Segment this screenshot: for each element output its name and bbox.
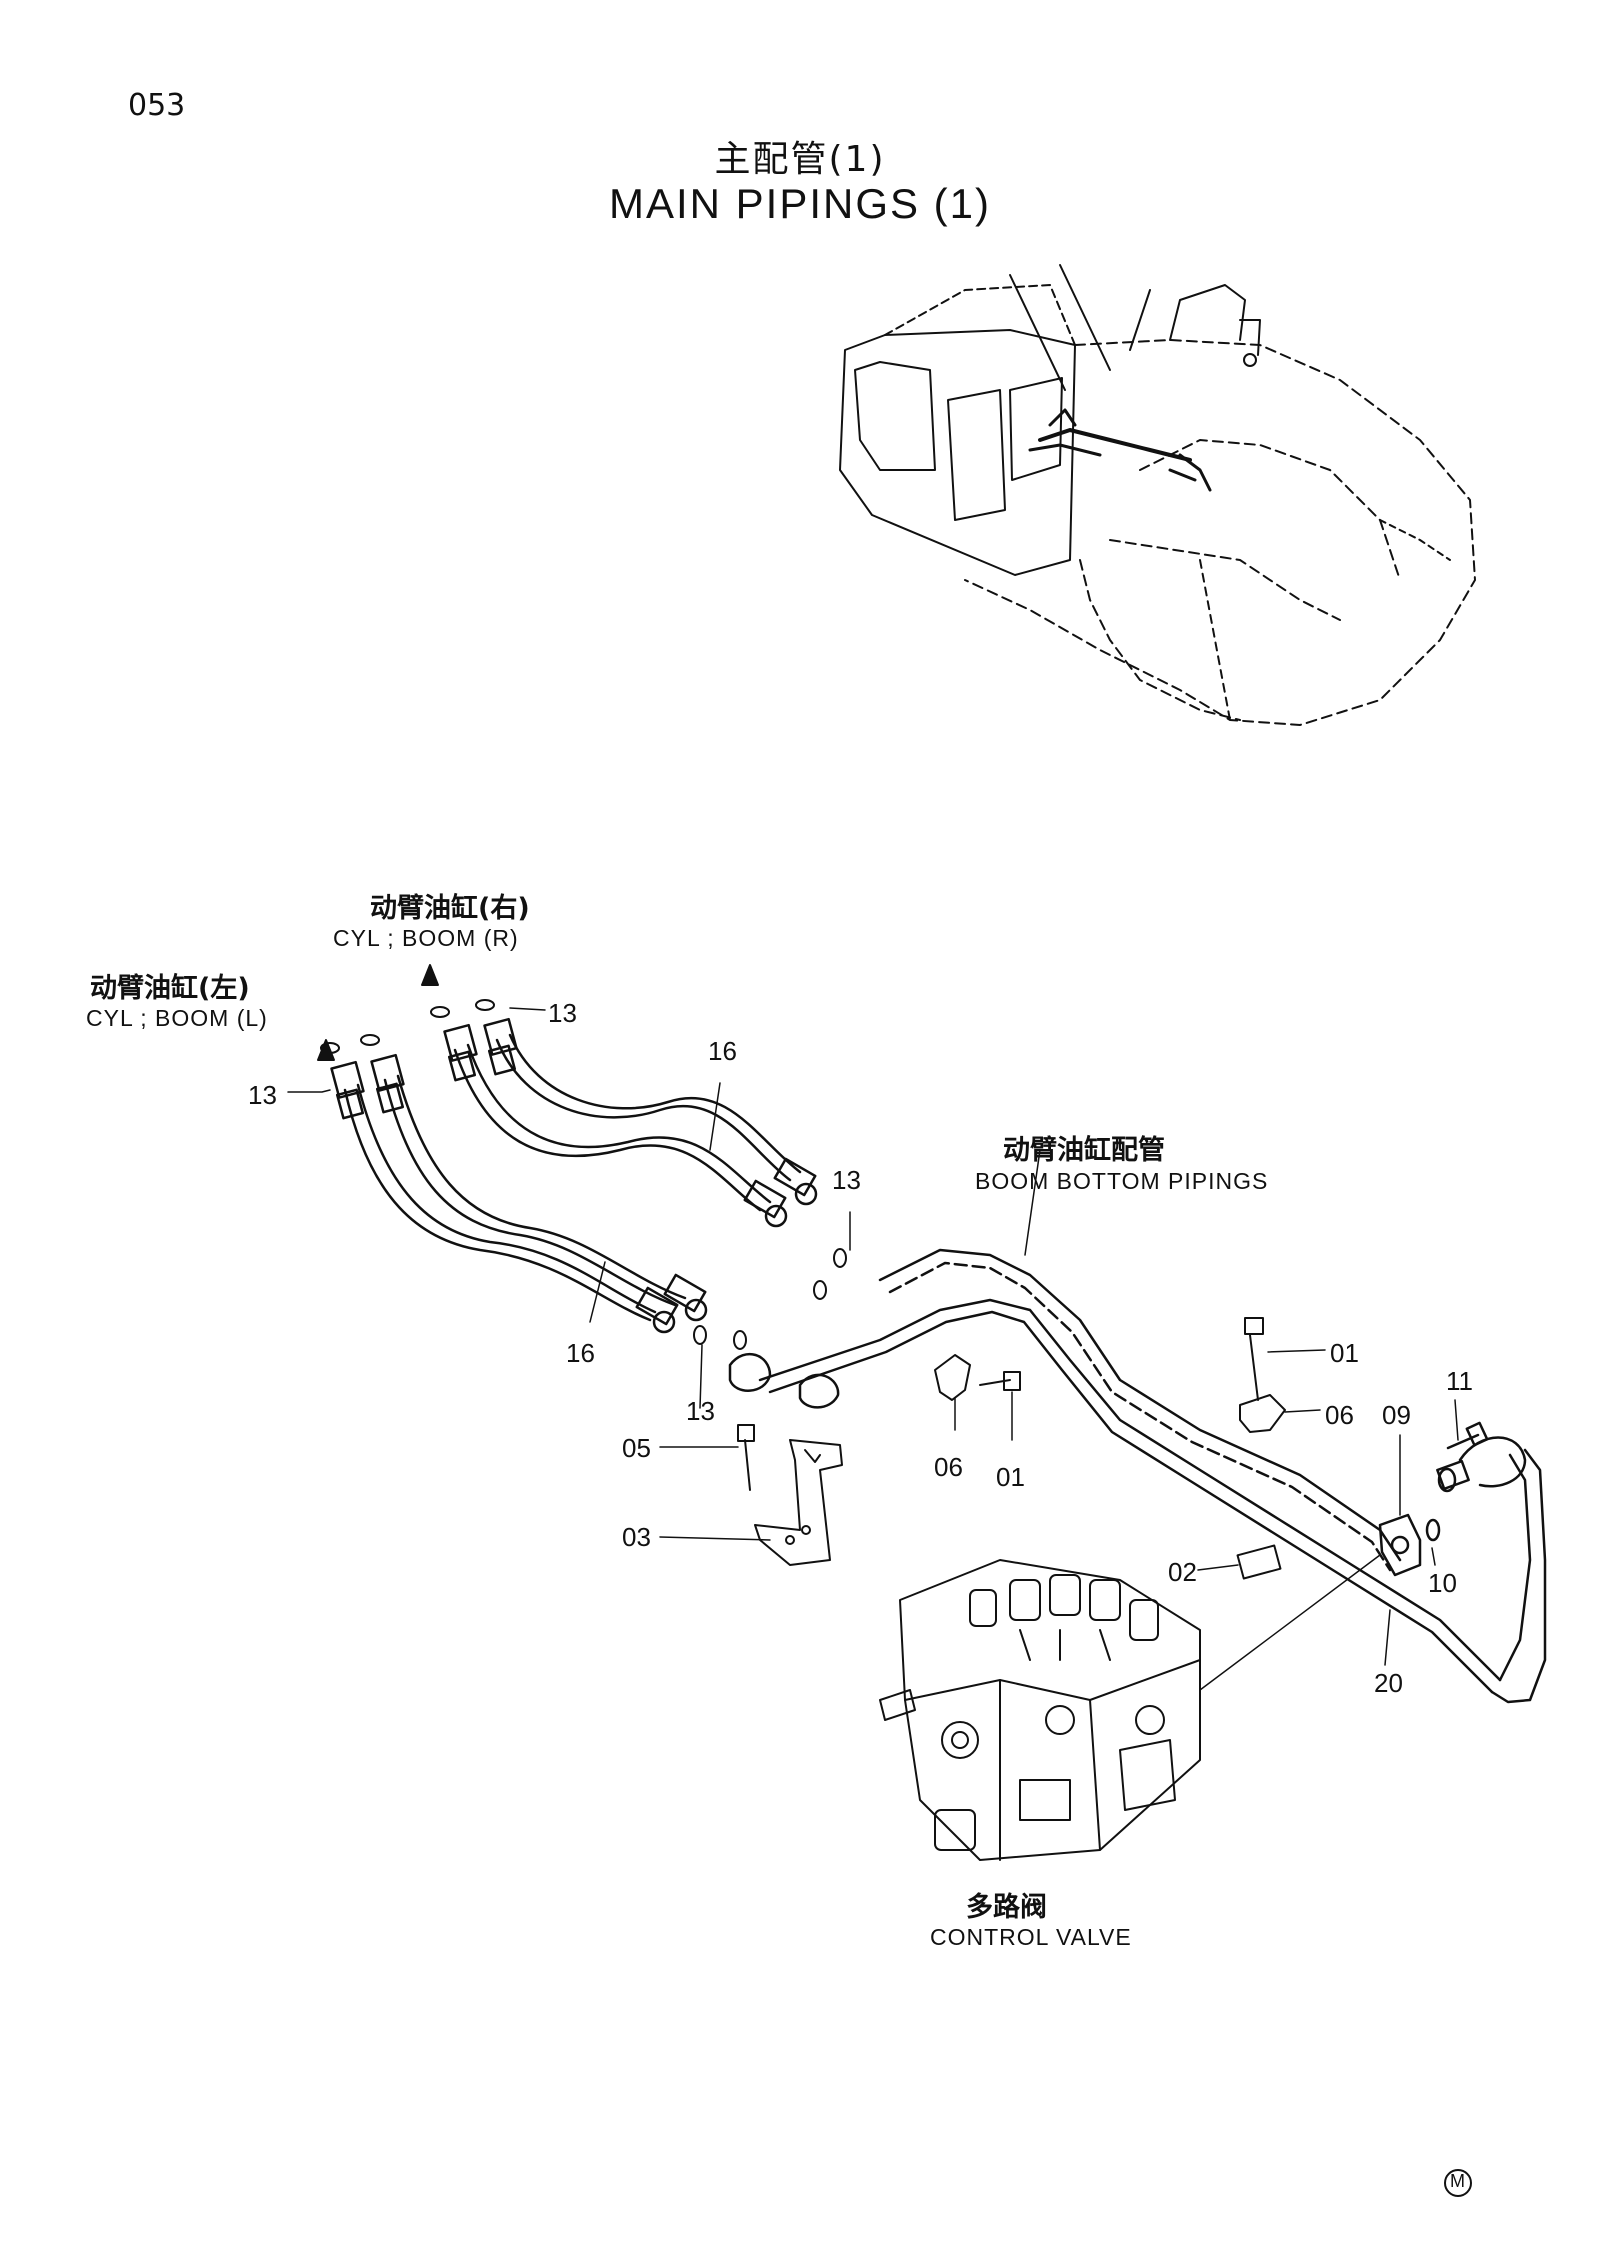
part-02: 02 (1168, 1557, 1197, 1587)
page-number: 053 (128, 88, 186, 123)
part-13: 13 (832, 1165, 861, 1195)
hose-set-16 (330, 1017, 818, 1334)
part-01: 01 (996, 1462, 1025, 1492)
excavator-overview (839, 264, 1476, 726)
label-cyl-boom-r-cn: 动臂油缸(右) (370, 893, 530, 924)
label-control-valve-en: CONTROL VALVE (930, 1924, 1132, 1950)
part-16: 16 (566, 1338, 595, 1368)
part-05: 05 (622, 1433, 651, 1463)
part-10: 10 (1428, 1568, 1457, 1598)
control-valve (879, 1559, 1201, 1861)
part-01: 01 (1330, 1338, 1359, 1368)
registered-mark-letter: M (1450, 2171, 1465, 2191)
label-boom-bottom-en: BOOM BOTTOM PIPINGS (975, 1168, 1269, 1194)
clamps-and-bolts (737, 1317, 1286, 1580)
part-09: 09 (1382, 1400, 1411, 1430)
label-cyl-boom-l-en: CYL ; BOOM (L) (86, 1005, 268, 1031)
part-03: 03 (622, 1522, 651, 1552)
part-16: 16 (708, 1036, 737, 1066)
leader-lines (287, 1007, 1459, 1691)
part-06: 06 (934, 1452, 963, 1482)
title-english: MAIN PIPINGS (1) (608, 180, 992, 227)
label-control-valve-cn: 多路阀 (966, 1892, 1047, 1923)
label-cyl-boom-r-en: CYL ; BOOM (R) (333, 925, 519, 951)
o-rings-13 (320, 999, 847, 1350)
registered-mark (1444, 2169, 1472, 2197)
part-13: 13 (548, 998, 577, 1028)
arrow-cylinders (317, 964, 439, 1061)
boom-bottom-pipings (728, 1248, 1547, 1704)
part-13: 13 (686, 1396, 715, 1426)
part-13: 13 (248, 1080, 277, 1110)
label-cyl-boom-l-cn: 动臂油缸(左) (90, 973, 250, 1004)
part-20: 20 (1374, 1668, 1403, 1698)
label-boom-bottom-cn: 动臂油缸配管 (1003, 1135, 1165, 1166)
part-11: 11 (1446, 1366, 1473, 1396)
part-06: 06 (1325, 1400, 1354, 1430)
title-chinese: 主配管(1) (714, 139, 886, 180)
